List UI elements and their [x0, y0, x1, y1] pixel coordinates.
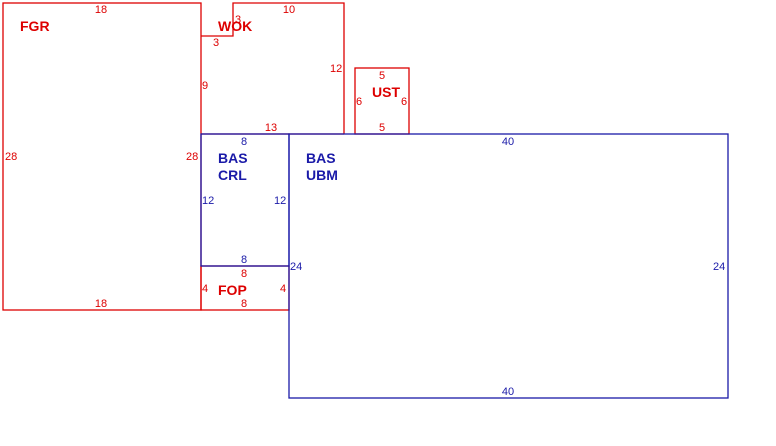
- bas-crl-dim-right: 12: [274, 195, 286, 207]
- bas-crl-dim-left: 12: [202, 195, 214, 207]
- area-fop-label: FOP: [218, 282, 247, 298]
- area-fgr-label: FGR: [20, 18, 50, 34]
- wok-dim-notch-h: 3: [213, 37, 219, 49]
- fgr-dim-right: 28: [186, 151, 198, 163]
- wok-dim-bottom: 13: [265, 122, 277, 134]
- wok-dim-notch-v: 3: [235, 14, 241, 26]
- area-ust-label: UST: [372, 84, 400, 100]
- area-ust[interactable]: UST 5 5 6 6: [354, 67, 410, 135]
- fgr-dim-bottom: 18: [95, 298, 107, 310]
- wok-dim-left: 9: [202, 80, 208, 92]
- area-bas-ubm[interactable]: BAS UBM 40 40 24 24: [288, 133, 729, 399]
- fgr-dim-top: 18: [95, 4, 107, 16]
- area-wok-label: WOK: [218, 18, 252, 34]
- fgr-dim-left: 28: [5, 151, 17, 163]
- fop-dim-bottom: 8: [241, 298, 247, 310]
- fop-dim-right: 4: [280, 283, 286, 295]
- area-fgr[interactable]: FGR 18 18 28 28: [2, 2, 202, 311]
- bas-crl-dim-top: 8: [241, 136, 247, 148]
- ust-dim-left: 6: [356, 96, 362, 108]
- area-bas-crl-label-line1: BAS: [218, 150, 248, 166]
- fop-dim-left: 4: [202, 283, 208, 295]
- area-wok[interactable]: WOK 10 12 13 9 3 3: [201, 2, 345, 135]
- ust-dim-top: 5: [379, 70, 385, 82]
- ust-dim-bottom: 5: [379, 122, 385, 134]
- ust-dim-right: 6: [401, 96, 407, 108]
- area-bas-crl[interactable]: BAS CRL 8 8 12 12: [200, 133, 290, 267]
- bas-ubm-dim-bottom: 40: [502, 386, 514, 398]
- wok-dim-right: 12: [330, 63, 342, 75]
- bas-ubm-dim-right: 24: [713, 261, 725, 273]
- area-fgr-outline: [2, 2, 202, 311]
- area-bas-ubm-label-line1: BAS: [306, 150, 336, 166]
- bas-crl-dim-bottom: 8: [241, 254, 247, 266]
- wok-dim-top: 10: [283, 4, 295, 16]
- area-bas-ubm-label-line2: UBM: [306, 167, 338, 183]
- fop-dim-top: 8: [241, 268, 247, 280]
- area-wok-outline: [201, 2, 345, 134]
- area-fop[interactable]: FOP 8 8 4 4: [200, 265, 290, 311]
- bas-ubm-dim-top: 40: [502, 136, 514, 148]
- bas-ubm-dim-left: 24: [290, 261, 302, 273]
- area-bas-ubm-outline: [288, 133, 729, 399]
- area-bas-crl-label-line2: CRL: [218, 167, 247, 183]
